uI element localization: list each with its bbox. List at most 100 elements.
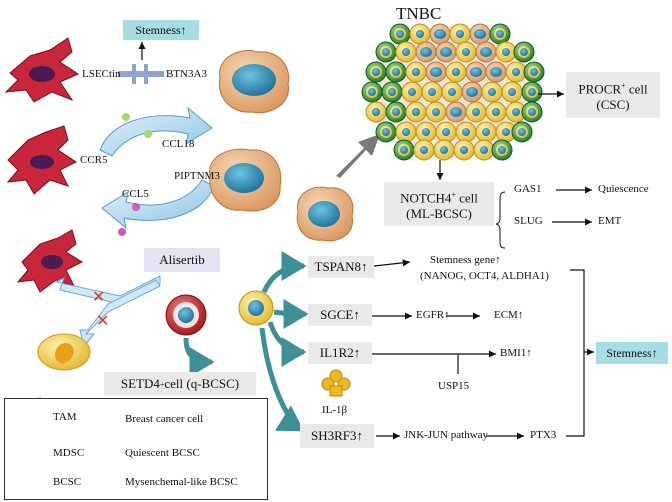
tnbc-cell-nucleus <box>430 67 442 77</box>
inhibition-arrows: ✕ ✕ <box>54 275 161 348</box>
tam-cell-middle <box>6 125 77 195</box>
procr-rest: cell <box>625 81 648 97</box>
tnbc-cell-nucleus <box>408 88 416 96</box>
piptnm3-label: PIPTNM3 <box>174 170 220 182</box>
genes-label: (NANOG, OCT4, ALDHA1) <box>420 270 549 282</box>
il1r2-label: IL1R2↑ <box>319 345 361 360</box>
tnbc-cell-nucleus <box>530 68 538 76</box>
tnbc-cell-nucleus <box>496 30 504 38</box>
tnbc-cell-nucleus <box>528 108 536 116</box>
tnbc-cell-nucleus <box>518 128 526 136</box>
tnbc-cell-nucleus <box>452 68 460 76</box>
notch4-box: NOTCH4+ cell (ML-BCSC) <box>384 182 494 226</box>
stemness-box-top: Stemness↑ <box>123 20 199 40</box>
egfr-label: EGFR↑ <box>416 309 450 321</box>
tnbc-cell-nucleus <box>508 88 516 96</box>
ecm-label: ECM↑ <box>494 309 524 321</box>
gas1-label: GAS1 <box>514 183 542 195</box>
tnbc-cell-nucleus <box>498 146 506 154</box>
usp15-label: USP15 <box>438 380 470 392</box>
tnbc-cell-nucleus <box>482 128 490 136</box>
mdsc-cell <box>37 333 91 371</box>
tnbc-cell-nucleus <box>512 68 520 76</box>
breast-cancer-cell-top <box>218 50 290 114</box>
tnbc-cell-nucleus <box>456 30 464 38</box>
tnbc-cell-nucleus <box>422 128 430 136</box>
sh3rf3-box: SH3RF3↑ <box>300 424 374 448</box>
lsectin-label: LSECtin <box>82 68 121 80</box>
tnbc-cell-nucleus <box>488 88 496 96</box>
tnbc-cell-nucleus <box>440 47 452 57</box>
tnbc-cell-nucleus <box>512 108 520 116</box>
tnbc-cell-nucleus <box>412 108 420 116</box>
tnbc-cell-nucleus <box>392 108 400 116</box>
stemness-box-right: Stemness↑ <box>596 342 668 364</box>
tnbc-cell-nucleus <box>448 88 456 96</box>
btn3a3-label: BTN3A3 <box>166 68 207 80</box>
tnbc-cell-nucleus <box>372 68 380 76</box>
il1b-symbol <box>321 369 351 397</box>
il1b-label: IL-1β <box>322 404 348 416</box>
stemness-label-top: Stemness↑ <box>135 22 187 37</box>
tnbc-cell-nucleus <box>472 108 480 116</box>
tam-cell-bottom <box>16 229 84 293</box>
legend-mdsc: MDSC <box>53 447 85 459</box>
procr-label: PROCR <box>578 81 622 97</box>
tnbc-cell-nucleus <box>480 47 492 57</box>
procr-sup: + <box>621 81 626 91</box>
tnbc-cell-nucleus <box>462 128 470 136</box>
ccl18-label: CCL18 <box>162 138 195 150</box>
breast-cancer-cell-migrating <box>296 186 354 242</box>
tnbc-cell-nucleus <box>502 128 510 136</box>
slug-label: SLUG <box>514 215 543 227</box>
sgce-box: SGCE↑ <box>308 304 372 326</box>
emt-label: EMT <box>598 215 622 227</box>
setd4-label: SETD4 <box>120 376 160 391</box>
legend: TAM MDSC BCSC Breast cancer cell Quiesce… <box>4 398 268 500</box>
tnbc-cell-nucleus <box>480 146 488 154</box>
tnbc-cell-nucleus <box>492 108 500 116</box>
tnbc-cell-nucleus <box>382 128 390 136</box>
bcsc-central-cell <box>238 290 274 326</box>
setd4-sup: + <box>159 379 165 389</box>
legend-tam: TAM <box>53 411 77 423</box>
stemness-gene-label: Stemness gene↑ <box>430 254 501 266</box>
alisertib-label: Alisertib <box>159 252 205 267</box>
tnbc-cell-nucleus <box>412 68 420 76</box>
tnbc-cell-nucleus <box>490 67 502 77</box>
il1r2-box: IL1R2↑ <box>308 342 372 364</box>
bmi1-label: BMI1↑ <box>500 347 532 359</box>
quiescent-bcsc-cell <box>165 294 207 336</box>
sgce-label: SGCE↑ <box>320 307 360 322</box>
tnbc-cell-nucleus <box>470 67 482 77</box>
legend-quiescent: Quiescent BCSC <box>125 447 200 459</box>
tnbc-cell-nucleus <box>466 87 478 97</box>
procr-line2: (CSC) <box>596 96 630 112</box>
tnbc-cell-nucleus <box>434 29 446 39</box>
tnbc-cell-nucleus <box>520 48 528 56</box>
ptx3-label: PTX3 <box>530 429 557 441</box>
tnbc-cell-nucleus <box>420 146 428 154</box>
tnbc-cell-nucleus <box>442 128 450 136</box>
tnbc-cell-nucleus <box>428 88 436 96</box>
notch4-line2: (ML-BCSC) <box>406 205 472 221</box>
tnbc-cell-nucleus <box>432 108 440 116</box>
quiescence-label: Quiescence <box>598 183 649 195</box>
tnbc-cell-nucleus <box>372 108 380 116</box>
notch4-sup: + <box>451 190 456 200</box>
breast-cancer-cell-middle <box>209 148 282 212</box>
tspan8-box: TSPAN8↑ <box>308 256 374 278</box>
tnbc-cell-nucleus <box>450 107 462 117</box>
cycle-arrows <box>99 106 215 230</box>
alisertib-box: Alisertib <box>144 248 220 272</box>
notch4-rest: cell <box>455 190 478 206</box>
tnbc-cell-nucleus <box>502 48 510 56</box>
legend-ml: Mysenchemal-like BCSC <box>125 476 238 488</box>
tnbc-cell-nucleus <box>388 88 396 96</box>
tnbc-cell-nucleus <box>392 68 400 76</box>
tnbc-cell-nucleus <box>474 29 486 39</box>
tam-cell-top <box>4 37 80 103</box>
flow-lines <box>372 259 594 440</box>
stemness-label-right: Stemness↑ <box>606 345 658 360</box>
teal-branch-arrows <box>259 251 309 433</box>
